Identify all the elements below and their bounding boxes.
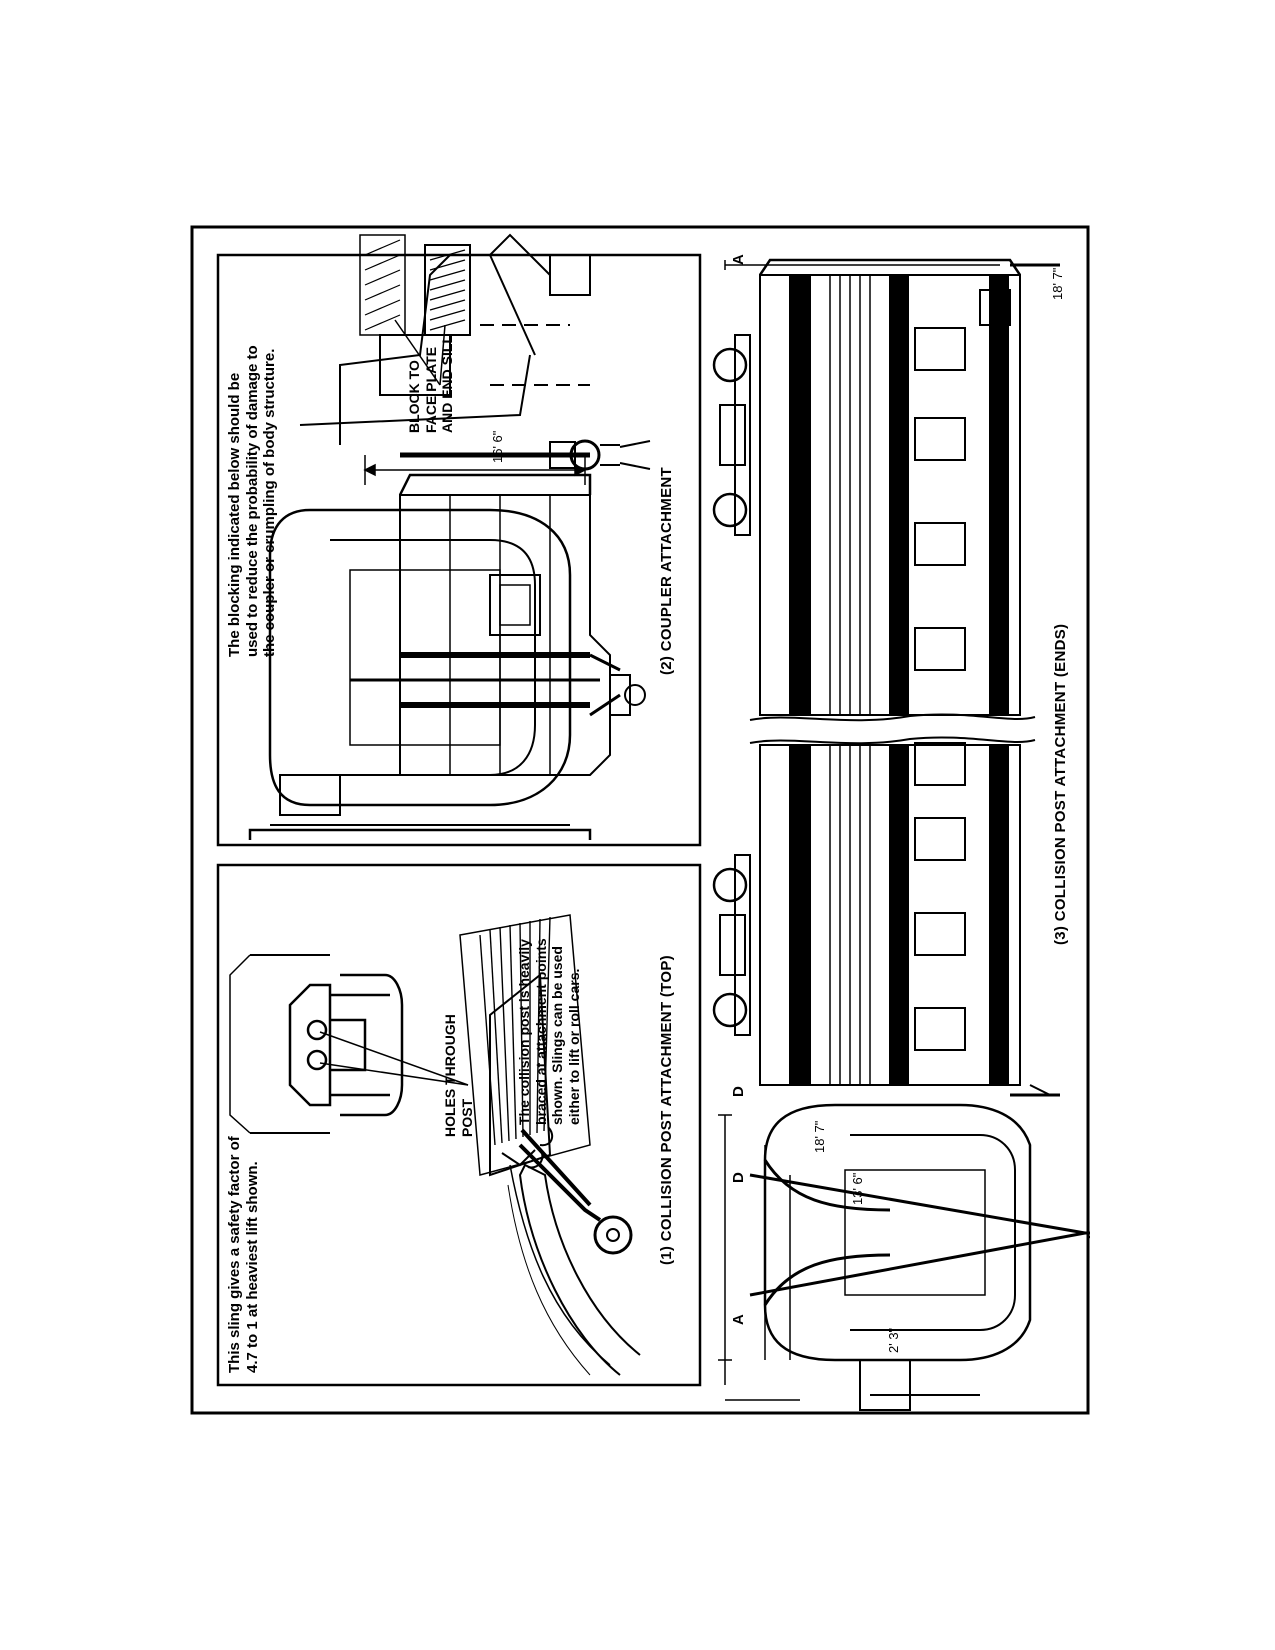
panel2-side-view (398, 439, 651, 776)
panel1-caption: (1) COLLISION POST ATTACHMENT (TOP) (658, 955, 675, 1265)
panel3-side-view-right (712, 258, 1022, 716)
panel2-end-view (248, 508, 621, 840)
panel1-holes-leaders (319, 1031, 469, 1086)
diagram-artwork (190, 225, 1090, 1415)
panel3-side-hooks (1010, 263, 1060, 1097)
diagram-frame: This sling gives a safety factor of 4.7 … (190, 225, 1090, 1415)
panel3-caption: (3) COLLISION POST ATTACHMENT (ENDS) (1052, 623, 1069, 945)
panel1-post-detail (229, 954, 404, 1134)
panel3-side-point-a: A (730, 254, 747, 265)
panel2-caption: (2) COUPLER ATTACHMENT (658, 467, 675, 675)
panel3-end-point-d: D (730, 1172, 747, 1183)
panel1-sling-drawing (459, 914, 641, 1376)
panel3-side-point-d: D (730, 1086, 747, 1097)
panel2-height-dim: 16' 6" (490, 430, 505, 463)
panel2-box (216, 253, 702, 847)
panel2-blocking-note: The blocking indicated below should be u… (226, 345, 279, 657)
panel3-side-dim-total: 18' 7" (1050, 267, 1065, 300)
panel3-end-dim-total: 18' 7" (812, 1120, 827, 1153)
panel3-end-sling (749, 1173, 1090, 1297)
panel3-break-marks (749, 713, 1036, 745)
panel1-holes-label: HOLES THROUGH POST (442, 1014, 475, 1137)
panel2-height-dimension (363, 455, 587, 485)
panel2-block-leaders (394, 319, 446, 386)
panel3-side-view-left (712, 742, 1051, 1096)
panel3-end-dim-rail: 2' 3" (886, 1327, 901, 1353)
panel3-end-dim-body: 13' 6" (850, 1172, 865, 1205)
panel3-side-dimension (724, 260, 1000, 270)
panel2-block-label: BLOCK TO FACE PLATE AND END SILL (406, 335, 456, 433)
outer-border (190, 225, 1090, 1415)
panel3-end-point-a: A (730, 1314, 747, 1325)
panel1-box (216, 863, 702, 1387)
panel3-end-view (763, 1103, 1090, 1411)
panel1-sling-note: This sling gives a safety factor of 4.7 … (226, 1136, 261, 1373)
panel3-end-dimensions (718, 1114, 800, 1401)
panel1-post-note: The collision post is heavily braced at … (516, 938, 582, 1125)
